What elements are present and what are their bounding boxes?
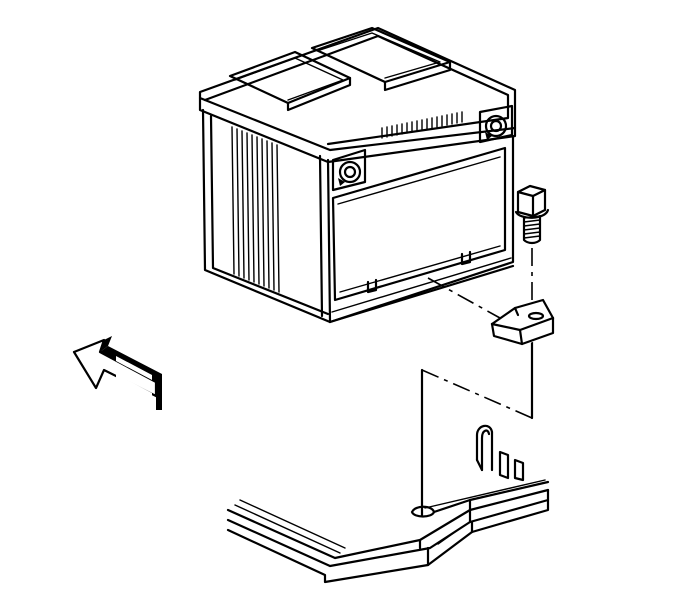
tray-hook <box>475 424 494 472</box>
battery <box>198 26 517 324</box>
hold-down-bolt <box>514 184 550 245</box>
cap-pad-right <box>310 26 452 92</box>
alignment-line-battery <box>427 277 501 319</box>
terminal-rear <box>478 104 514 144</box>
hold-down-retainer <box>490 298 555 346</box>
side-ribs <box>231 126 280 293</box>
vent-grille <box>381 111 463 139</box>
terminal-front <box>331 148 367 192</box>
battery-tray <box>226 368 550 584</box>
direction-arrow <box>72 336 162 410</box>
cap-pad-left <box>228 50 352 112</box>
